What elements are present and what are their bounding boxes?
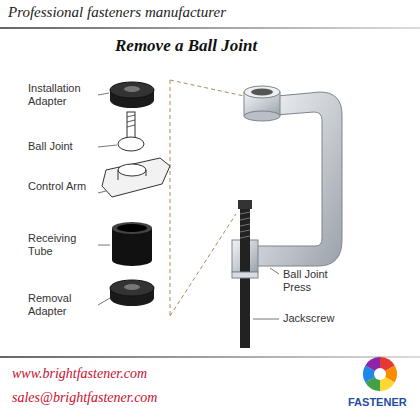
leader-lines [98,93,279,319]
part-label: Control Arm [28,180,96,193]
part-label: Jackscrew [283,312,334,325]
ball-joint [118,112,144,151]
header-rule [0,27,420,29]
part-label: Ball Joint [28,140,96,153]
jackscrew [232,200,258,348]
header-tagline: Professional fasteners manufacturer [8,4,226,21]
logo-wheel [363,357,397,391]
guide-line [170,80,171,316]
part-label: Ball Joint Press [283,268,355,294]
receiving-tube [112,222,152,266]
footer-rule [0,356,420,358]
part-label: Receiving Tube [28,232,96,258]
part-label: Removal Adapter [28,292,96,318]
installation-adapter [110,82,154,108]
control-arm [102,158,170,197]
removal-adapter [110,280,154,306]
diagram-title: Remove a Ball Joint [115,36,257,56]
email-address: sales@brightfastener.com [12,390,157,406]
part-label: Installation Adapter [28,82,96,108]
guide-line [170,214,236,316]
logo-text: FASTENER [348,396,407,408]
guide-line [170,80,244,96]
website-url: www.brightfastener.com [12,366,147,382]
